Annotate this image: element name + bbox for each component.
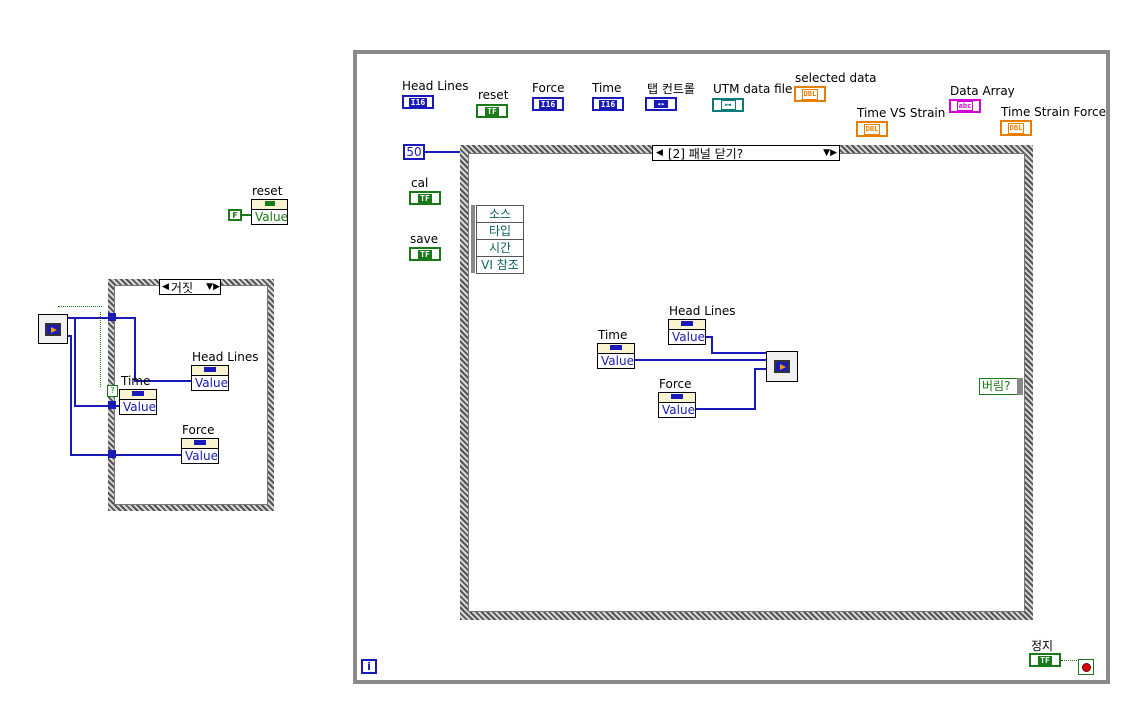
force-property-node[interactable]: Value [181,438,219,464]
tab-control-terminal[interactable]: ◂▸ [645,97,677,111]
save-terminal[interactable]: TF [409,247,441,261]
force-label: Force [182,423,215,437]
event-data-source[interactable]: 소스 [477,206,523,223]
force-terminal[interactable]: I16 [532,97,564,111]
event-data-time[interactable]: 시간 [477,240,523,257]
time-strain-force-terminal[interactable]: DBL [1000,120,1032,136]
event-data-vi-ref[interactable]: VI 참조 [481,258,519,272]
time-strain-force-terminal-label: Time Strain Force [1001,105,1107,119]
event-case-selector[interactable]: ◀ [2] 패널 닫기? ▼▶ [652,145,840,161]
inner-force-label: Force [659,377,692,391]
discard-terminal[interactable]: 버림? [979,378,1023,395]
reset-terminal-label: reset [478,88,509,102]
head-lines-terminal-label: Head Lines [402,79,469,93]
inner-time-label: Time [598,328,628,342]
case-selector-false[interactable]: ◀ 거짓 ▼▶ [159,279,221,295]
reset-false-constant[interactable]: F [228,209,242,221]
time-vs-strain-terminal[interactable]: DBL [856,121,888,137]
stop-terminal[interactable]: TF [1029,653,1061,667]
selected-data-terminal[interactable]: DBL [794,86,826,102]
event-data-node[interactable]: 소스 타입 시간 VI 참조 [476,205,524,274]
reset-label: reset [252,184,283,198]
loop-count-constant[interactable]: 50 [403,144,425,160]
save-terminal-label: save [410,232,439,246]
case-structure-false[interactable] [108,279,274,511]
iteration-terminal: i [361,659,377,674]
time-label: Time [121,374,151,388]
force-terminal-label: Force [532,81,565,95]
data-array-terminal-label: Data Array [950,84,1015,98]
time-vs-strain-terminal-label: Time VS Strain [857,106,946,120]
reset-terminal[interactable]: TF [476,104,508,118]
event-structure[interactable] [460,145,1033,620]
head-lines-property-node[interactable]: Value [191,365,229,391]
inner-time-property-node[interactable]: Value [597,343,635,369]
selected-data-terminal-label: selected data [795,71,877,85]
head-lines-terminal[interactable]: I16 [402,95,434,109]
data-array-terminal[interactable]: abc [949,99,981,113]
inner-head-lines-label: Head Lines [669,304,736,318]
inner-force-property-node[interactable]: Value [658,392,696,418]
cal-terminal-label: cal [411,176,429,190]
utm-data-file-terminal[interactable]: ⊶ [712,98,744,112]
vi-reference-node[interactable] [38,314,68,344]
event-data-type[interactable]: 타입 [477,223,523,240]
question-tunnel: ? [107,385,118,397]
inner-vi-reference-node[interactable] [766,351,798,382]
stop-terminal-label: 정지 [1031,639,1054,653]
utm-data-file-terminal-label: UTM data file [713,82,793,96]
cal-terminal[interactable]: TF [409,191,441,205]
time-terminal[interactable]: I16 [592,97,624,111]
time-property-node[interactable]: Value [119,389,157,415]
head-lines-label: Head Lines [192,350,259,364]
tab-control-terminal-label: 탭 컨트롤 [647,82,695,96]
inner-head-lines-property-node[interactable]: Value [668,319,706,345]
time-terminal-label: Time [592,81,622,95]
stop-condition-icon[interactable] [1078,659,1094,675]
reset-property-node[interactable]: Value [251,199,288,225]
